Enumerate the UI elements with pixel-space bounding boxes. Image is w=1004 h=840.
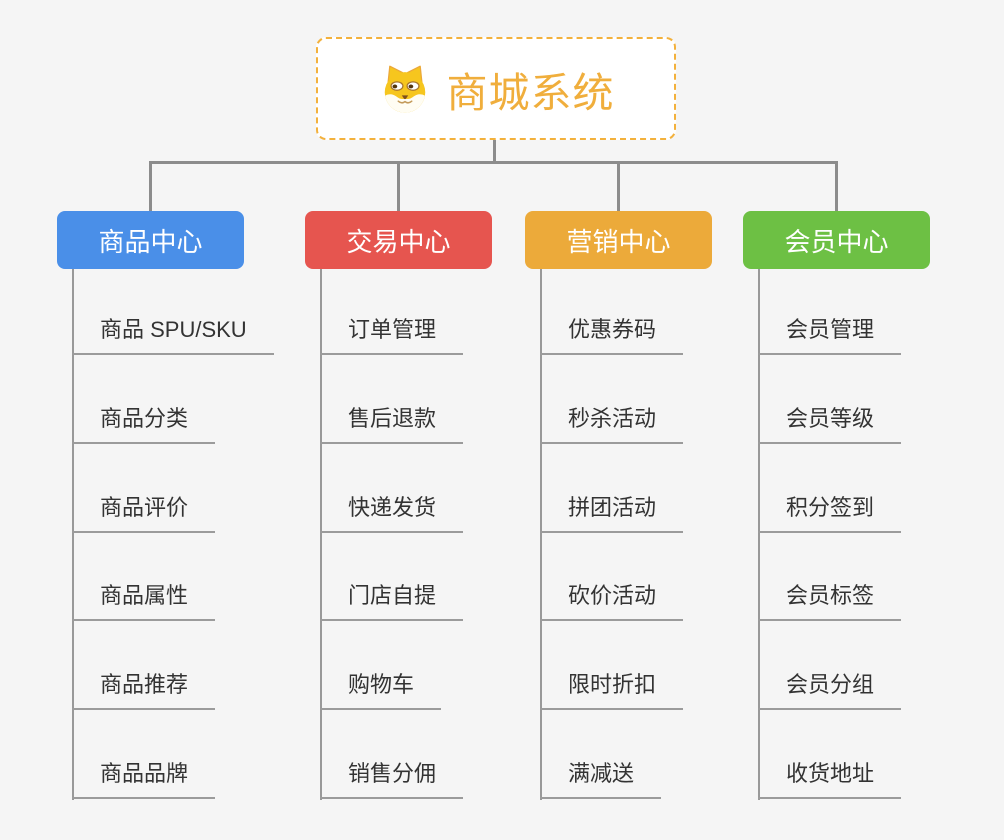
leaf-label: 购物车 xyxy=(348,672,415,697)
branch-child-line-trade xyxy=(320,269,322,800)
connector-stub-branch-1 xyxy=(149,161,152,211)
leaf-topic[interactable]: 商品推荐 xyxy=(72,664,216,710)
leaf-topic[interactable]: 商品评价 xyxy=(72,487,216,533)
leaf-topic[interactable]: 砍价活动 xyxy=(540,575,684,621)
leaf-label: 商品品牌 xyxy=(100,761,189,786)
branch-node-marketing-center[interactable]: 营销中心 xyxy=(525,211,712,269)
leaf-topic[interactable]: 积分签到 xyxy=(758,487,902,533)
branch-label: 商品中心 xyxy=(98,226,203,257)
leaf-label: 会员标签 xyxy=(786,583,875,608)
leaf-topic[interactable]: 会员等级 xyxy=(758,398,902,444)
leaf-label: 商品推荐 xyxy=(100,672,189,697)
leaf-label: 会员管理 xyxy=(786,317,875,342)
leaf-label: 会员等级 xyxy=(786,406,875,431)
root-title: 商城系统 xyxy=(446,69,615,116)
branch-child-line-marketing xyxy=(540,269,542,800)
leaf-label: 收货地址 xyxy=(786,761,875,786)
leaf-label: 积分签到 xyxy=(786,495,875,520)
connector-stub-branch-2 xyxy=(397,161,400,211)
leaf-topic[interactable]: 拼团活动 xyxy=(540,487,684,533)
leaf-label: 商品评价 xyxy=(100,495,189,520)
branch-label: 会员中心 xyxy=(784,226,889,257)
leaf-topic[interactable]: 商品属性 xyxy=(72,575,216,621)
leaf-topic[interactable]: 收货地址 xyxy=(758,753,902,799)
leaf-label: 售后退款 xyxy=(348,406,437,431)
leaf-label: 销售分佣 xyxy=(348,761,437,786)
branch-node-trade-center[interactable]: 交易中心 xyxy=(305,211,492,269)
root-node-mall-system[interactable]: 商城系统 xyxy=(316,37,676,140)
leaf-topic[interactable]: 售后退款 xyxy=(320,398,464,444)
branch-node-member-center[interactable]: 会员中心 xyxy=(743,211,930,269)
leaf-topic[interactable]: 门店自提 xyxy=(320,575,464,621)
dog-icon xyxy=(378,60,432,118)
leaf-topic[interactable]: 商品分类 xyxy=(72,398,216,444)
leaf-topic[interactable]: 会员标签 xyxy=(758,575,902,621)
leaf-label: 商品分类 xyxy=(100,406,189,431)
leaf-topic[interactable]: 商品 SPU/SKU xyxy=(72,309,274,355)
leaf-topic[interactable]: 优惠券码 xyxy=(540,309,684,355)
leaf-label: 秒杀活动 xyxy=(568,406,657,431)
leaf-label: 商品 SPU/SKU xyxy=(100,317,247,342)
leaf-label: 订单管理 xyxy=(348,317,437,342)
branch-child-line-product xyxy=(72,269,74,800)
leaf-label: 快递发货 xyxy=(348,495,437,520)
branch-child-line-member xyxy=(758,269,760,800)
leaf-label: 优惠券码 xyxy=(568,317,657,342)
leaf-topic[interactable]: 购物车 xyxy=(320,664,442,710)
leaf-topic[interactable]: 商品品牌 xyxy=(72,753,216,799)
branch-label: 交易中心 xyxy=(346,226,451,257)
connector-stub-branch-4 xyxy=(835,161,838,211)
leaf-label: 门店自提 xyxy=(348,583,437,608)
leaf-topic[interactable]: 限时折扣 xyxy=(540,664,684,710)
leaf-label: 满减送 xyxy=(568,761,635,786)
branch-label: 营销中心 xyxy=(566,226,671,257)
branch-node-product-center[interactable]: 商品中心 xyxy=(57,211,244,269)
connector-stub-branch-3 xyxy=(617,161,620,211)
connector-horizontal-bar xyxy=(149,161,838,164)
connector-root-drop xyxy=(493,140,496,163)
leaf-topic[interactable]: 秒杀活动 xyxy=(540,398,684,444)
leaf-topic[interactable]: 满减送 xyxy=(540,753,662,799)
leaf-label: 拼团活动 xyxy=(568,495,657,520)
leaf-topic[interactable]: 会员分组 xyxy=(758,664,902,710)
leaf-label: 砍价活动 xyxy=(568,583,657,608)
leaf-topic[interactable]: 订单管理 xyxy=(320,309,464,355)
leaf-topic[interactable]: 快递发货 xyxy=(320,487,464,533)
leaf-label: 商品属性 xyxy=(100,583,189,608)
leaf-label: 限时折扣 xyxy=(568,672,657,697)
leaf-label: 会员分组 xyxy=(786,672,875,697)
leaf-topic[interactable]: 销售分佣 xyxy=(320,753,464,799)
leaf-topic[interactable]: 会员管理 xyxy=(758,309,902,355)
